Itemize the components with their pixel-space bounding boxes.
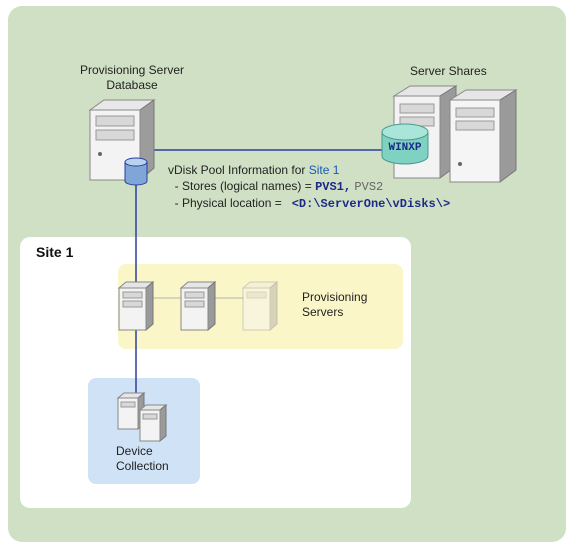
database-server-icon [88,99,156,182]
server-icon [179,280,217,332]
device-icon [138,404,168,442]
site-label: Site 1 [36,244,74,260]
store-tag: WINXP [388,142,422,154]
device-collection-label: Device Collection [116,444,169,473]
database-title: Provisioning Server Database [79,63,185,92]
provisioning-servers-label: Provisioning Servers [302,290,368,319]
site-link: Site 1 [308,163,340,177]
server-icon [117,280,155,332]
server-shares-title: Server Shares [410,64,487,78]
physical-location-path: <D:\ServerOne\vDisks\> [291,197,451,211]
database-icon [124,157,148,186]
vdisk-pool-info: vDisk Pool Information for Site 1 - Stor… [168,163,451,211]
storage-disk-icon [381,123,429,165]
server-icon [241,280,279,332]
